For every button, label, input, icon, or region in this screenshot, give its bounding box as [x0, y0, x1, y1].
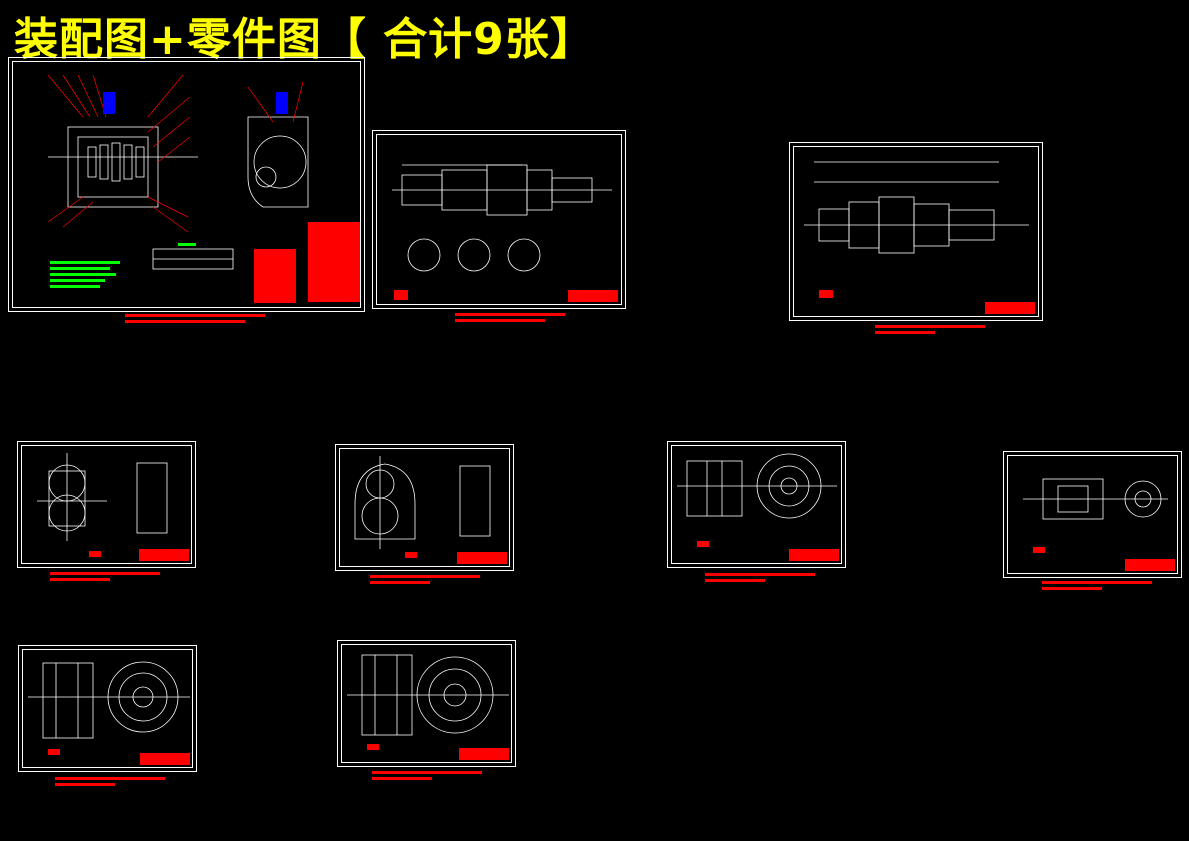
- sheet-caption-gear-a: [705, 572, 825, 586]
- housing-drawing: [335, 444, 514, 571]
- caption-lines: [50, 572, 160, 581]
- drawing-sheet-gear-c[interactable]: [337, 640, 517, 768]
- caption-lines: [705, 573, 815, 582]
- drawing-sheet-flange[interactable]: [1003, 451, 1183, 579]
- sheet-caption-shaft-input: [875, 324, 995, 338]
- drawing-sheet-shaft-input[interactable]: [789, 142, 1044, 322]
- drawing-sheet-shaft-long[interactable]: [372, 130, 627, 310]
- caption-lines: [1042, 581, 1152, 590]
- drawing-sheet-gear-a[interactable]: [667, 441, 847, 569]
- caption-lines: [55, 777, 165, 786]
- sheet-caption-flange: [1042, 580, 1162, 594]
- drawing-sheet-assembly[interactable]: [8, 57, 366, 313]
- gear-drawing: [667, 441, 846, 568]
- sheet-caption-assembly: [125, 313, 275, 327]
- caption-lines: [455, 313, 565, 322]
- drawing-sheet-housing-a[interactable]: [17, 441, 197, 569]
- caption-lines: [875, 325, 985, 334]
- sheet-caption-shaft-long: [455, 312, 575, 326]
- gear-drawing: [337, 640, 516, 767]
- drawing-sheet-housing-b[interactable]: [335, 444, 515, 572]
- page-title: 装配图+零件图【 合计9张】: [14, 14, 595, 65]
- housing-drawing: [17, 441, 196, 568]
- gear-drawing: [18, 645, 197, 772]
- caption-lines: [125, 314, 265, 323]
- sheet-caption-gear-b: [55, 776, 175, 790]
- shaft-drawing: [789, 142, 1043, 321]
- sheet-caption-housing-a: [50, 571, 170, 585]
- assembly-drawing: [8, 57, 365, 312]
- drawing-sheet-gear-b[interactable]: [18, 645, 198, 773]
- sheet-caption-gear-c: [372, 770, 492, 784]
- caption-lines: [372, 771, 482, 780]
- caption-lines: [370, 575, 480, 584]
- flange-drawing: [1003, 451, 1182, 578]
- shaft-drawing: [372, 130, 626, 309]
- sheet-caption-housing-b: [370, 574, 490, 588]
